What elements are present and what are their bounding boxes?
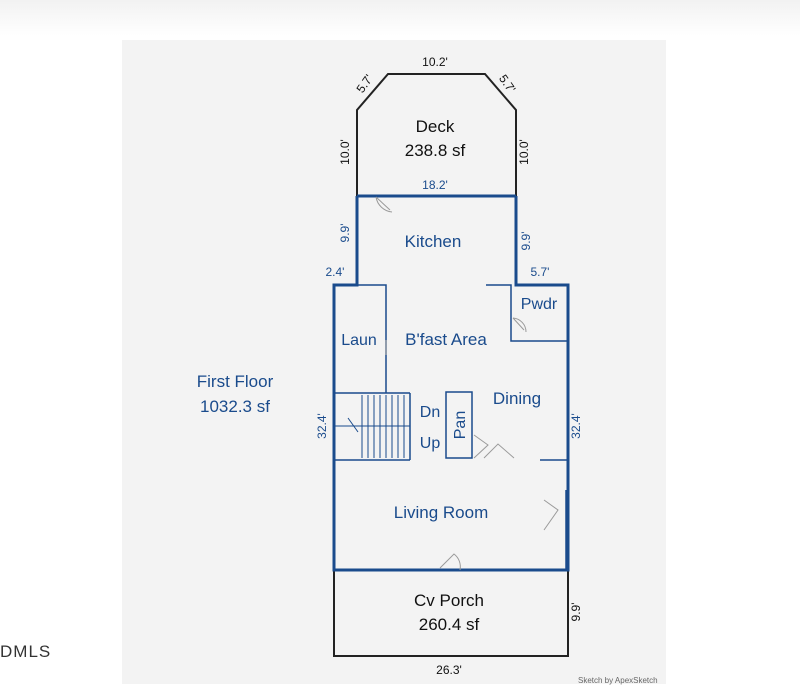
floor-plan: Deck 238.8 sf Kitchen Pwdr Laun B'fast A…: [197, 55, 583, 677]
laun-label: Laun: [341, 332, 377, 349]
kitchen-label: Kitchen: [405, 232, 462, 251]
bfast-label: B'fast Area: [405, 330, 487, 349]
dim-step-left: 2.4': [326, 265, 345, 279]
pwdr-label: Pwdr: [521, 296, 558, 313]
dim-main-right: 32.4': [569, 413, 583, 439]
dim-porch-bottom: 26.3': [436, 663, 462, 677]
up-label: Up: [420, 435, 441, 452]
dn-label: Dn: [420, 404, 440, 421]
dim-deck-bottom: 18.2': [422, 178, 448, 192]
porch-outline: [333, 570, 569, 657]
house-walls: [332, 194, 570, 572]
dim-porch-right: 9.9': [569, 603, 583, 622]
stairs: [334, 395, 410, 458]
dining-label: Dining: [493, 389, 541, 408]
floor-name: First Floor: [197, 372, 274, 391]
floor-plan-sheet: Deck 238.8 sf Kitchen Pwdr Laun B'fast A…: [122, 40, 666, 684]
dim-deck-left: 10.0': [338, 139, 352, 165]
top-blur-strip: [0, 0, 800, 36]
porch-label: Cv Porch: [414, 591, 484, 610]
dim-kitchen-right: 9.9': [519, 232, 533, 251]
deck-area: 238.8 sf: [405, 141, 466, 160]
dim-deck-right: 10.0': [517, 139, 531, 165]
sketch-credit: Sketch by ApexSketch: [578, 676, 658, 685]
living-label: Living Room: [394, 503, 489, 522]
mls-watermark: DMLS: [0, 642, 52, 661]
porch-area: 260.4 sf: [419, 615, 480, 634]
deck-outline: [356, 73, 517, 196]
dim-main-left: 32.4': [315, 413, 329, 439]
pan-label: Pan: [452, 411, 469, 439]
dim-kitchen-left: 9.9': [338, 224, 352, 243]
floor-area: 1032.3 sf: [200, 397, 270, 416]
door-swings: [375, 196, 559, 571]
dim-deck-top: 10.2': [422, 55, 448, 69]
dim-step-right: 5.7': [531, 265, 550, 279]
interior-walls: [334, 284, 568, 570]
deck-label: Deck: [416, 117, 455, 136]
